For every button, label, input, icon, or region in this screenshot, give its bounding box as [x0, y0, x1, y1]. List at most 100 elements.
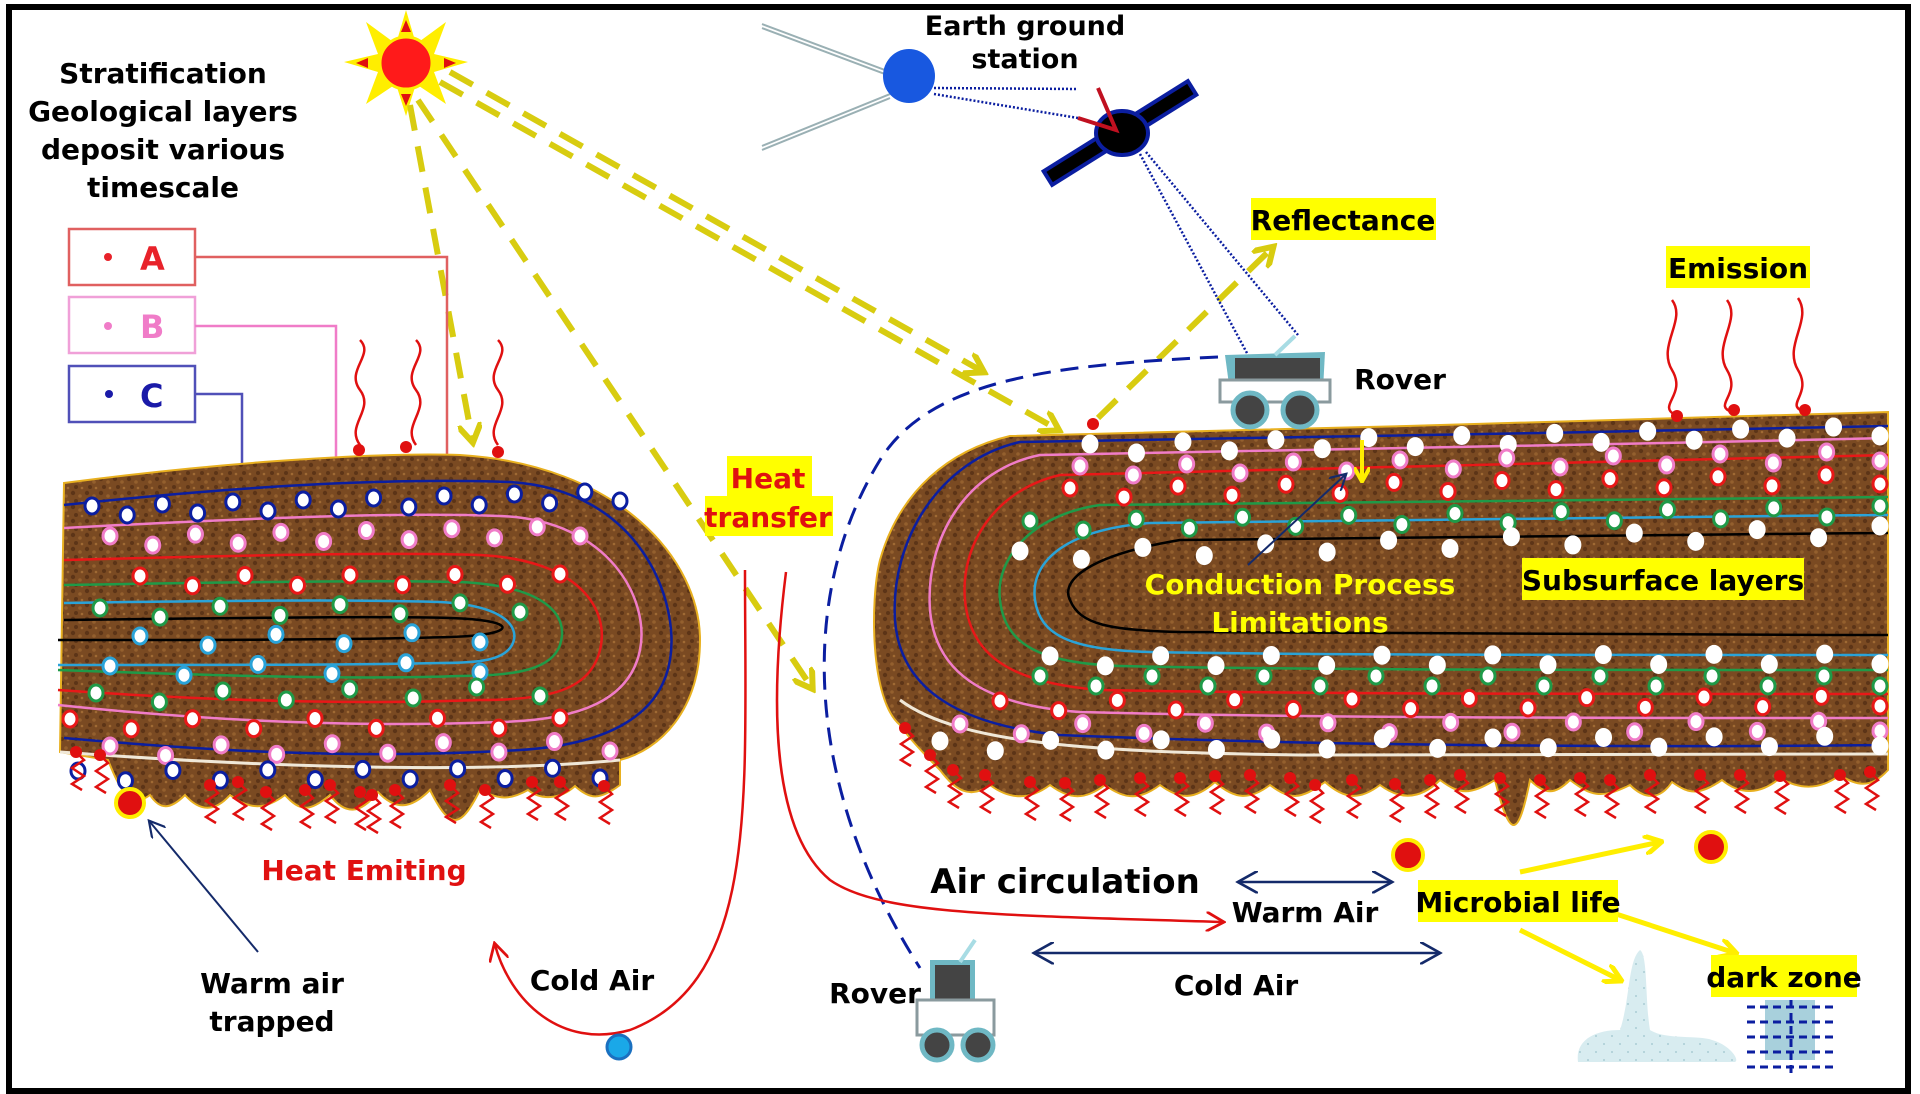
deposit-dot: [1340, 505, 1358, 525]
deposit-dot: [545, 732, 563, 752]
deposit-dot: [1338, 461, 1356, 481]
heat-wave-icon: [1573, 777, 1591, 818]
heat-wave-icon: [1693, 774, 1711, 815]
heat-source-dot: [1774, 770, 1786, 782]
deposit-dot: [1152, 730, 1170, 750]
heat-transfer-text-2: transfer: [704, 501, 832, 534]
heat-wave-icon: [1423, 779, 1441, 820]
deposit-dot: [157, 745, 175, 765]
deposit-dot: [1207, 656, 1225, 676]
heat-wave-icon: [553, 781, 571, 822]
heat-source-dot: [1574, 772, 1586, 784]
heat-wave-icon: [231, 781, 249, 822]
deposit-dot: [1871, 516, 1889, 536]
heat-source-dot: [554, 776, 566, 788]
deposit-dot: [1108, 690, 1126, 710]
heat-source-dot: [526, 776, 538, 788]
deposit-dot: [1343, 689, 1361, 709]
deposit-dot: [1687, 712, 1705, 732]
dark-zone-label: dark zone: [1706, 955, 1862, 997]
deposit-dot: [277, 690, 295, 710]
heat-wave-icon: [1733, 774, 1751, 815]
heat-wave-icon: [525, 781, 543, 822]
deposit-dot: [1732, 419, 1750, 439]
dark-zone-icon: [1747, 1000, 1835, 1075]
deposit-dot: [1535, 676, 1553, 696]
deposit-dot: [189, 503, 207, 523]
deposit-dot: [1124, 465, 1142, 485]
heat-source-dot: [1604, 774, 1616, 786]
deposit-dot: [1748, 721, 1766, 741]
deposit-dot: [153, 494, 171, 514]
heat-source-dot: [444, 779, 456, 791]
deposit-dot: [1655, 478, 1673, 498]
deposit-dot: [391, 604, 409, 624]
microbial-arrows: [1518, 842, 1735, 980]
deposit-dot: [1199, 676, 1217, 696]
deposit-dot: [1658, 455, 1676, 475]
heat-source-dot: [1644, 769, 1656, 781]
deposit-dot: [1318, 542, 1336, 562]
deposit-dot: [224, 492, 242, 512]
deposit-dot: [229, 533, 247, 553]
deposit-dot: [175, 665, 193, 685]
deposit-dot: [1263, 729, 1281, 749]
heat-wave-icon: [1058, 782, 1076, 823]
heat-source-dot: [899, 722, 911, 734]
deposit-dot: [118, 505, 136, 525]
microbial-life-text: Microbial life: [1415, 886, 1620, 919]
heat-source-dot: [1094, 774, 1106, 786]
heat-emiting-label: Heat Emiting: [261, 854, 466, 887]
deposit-dot: [1011, 541, 1029, 561]
deposit-dot: [1810, 711, 1828, 731]
deposit-dot: [576, 482, 594, 502]
deposit-dot: [1231, 463, 1249, 483]
deposit-dot: [1817, 465, 1835, 485]
deposit-dot: [551, 564, 569, 584]
deposit-dot: [1087, 676, 1105, 696]
deposit-dot: [1196, 713, 1214, 733]
deposit-dot: [306, 709, 324, 728]
deposit-dot: [1816, 644, 1834, 664]
deposit-dot: [1284, 452, 1302, 472]
legend-item-b: B: [67, 295, 336, 510]
deposit-dot: [1647, 676, 1665, 696]
deposit-dot: [429, 708, 446, 728]
deposit-dot: [1503, 722, 1521, 742]
deposit-dot: [1551, 457, 1569, 477]
deposit-dot: [1709, 467, 1727, 487]
earth-station-label-1: Earth ground: [925, 11, 1125, 42]
deposit-dot: [1135, 723, 1153, 743]
deposit-dot: [1097, 740, 1115, 760]
heat-source-dot: [354, 786, 366, 798]
deposit-dot: [1012, 724, 1030, 744]
dark-zone-text: dark zone: [1706, 961, 1862, 994]
deposit-dot: [991, 691, 1009, 711]
deposit-dot: [1871, 736, 1889, 756]
deposit-dot: [400, 530, 418, 550]
heat-wave-icon: [259, 791, 277, 832]
deposit-dot: [365, 488, 383, 508]
heat-source-dot: [94, 749, 106, 761]
deposit-dot: [315, 531, 333, 551]
deposit-dot: [101, 736, 119, 756]
deposit-dot: [1546, 423, 1564, 443]
heat-source-dot: [1834, 769, 1846, 781]
deposit-dot: [1277, 474, 1295, 494]
deposit-dot: [1319, 713, 1337, 733]
deposit-dot: [471, 632, 489, 652]
deposit-dot: [1402, 699, 1420, 719]
heat-wave-icon: [323, 784, 341, 825]
deposit-dot: [1871, 696, 1889, 716]
heat-wave-icon: [478, 789, 496, 830]
deposit-dot: [1519, 698, 1537, 718]
deposit-dot: [1552, 502, 1570, 522]
heat-transfer-flows: [495, 569, 1222, 1036]
deposit-dot: [468, 677, 486, 697]
sunbeams: [407, 69, 1270, 685]
heat-wave-icon: [1643, 774, 1661, 815]
heat-source-dot: [1346, 774, 1358, 786]
deposit-dot: [1180, 518, 1198, 538]
deposit-dot: [1074, 714, 1092, 734]
deposit-dot: [1825, 417, 1843, 437]
